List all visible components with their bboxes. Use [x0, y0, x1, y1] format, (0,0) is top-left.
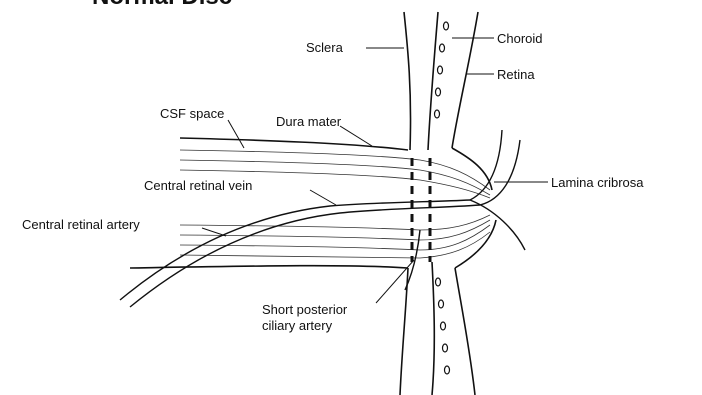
choroid-dots	[435, 22, 450, 374]
label-retina: Retina	[497, 67, 535, 82]
label-short-posterior-line2: ciliary artery	[262, 318, 333, 333]
label-short-posterior-line1: Short posterior	[262, 302, 348, 317]
sheath-boundary-lower	[130, 266, 408, 268]
choroid-dot	[435, 110, 440, 118]
choroid-dot	[438, 66, 443, 74]
choroid-dot	[439, 300, 444, 308]
choroid-dot	[436, 88, 441, 96]
choroid-dot	[445, 366, 450, 374]
nerve-fiber	[180, 220, 490, 240]
choroid-dot	[436, 278, 441, 286]
label-central-retinal-vein: Central retinal vein	[144, 178, 252, 193]
label-choroid: Choroid	[497, 31, 543, 46]
leader-csf	[228, 120, 244, 148]
label-dura-mater: Dura mater	[276, 114, 342, 129]
label-csf-space: CSF space	[160, 106, 224, 121]
sclera-outer-upper	[404, 12, 411, 150]
diagram-title: Normal Disc	[92, 0, 232, 10]
disc-rim-upper	[452, 148, 492, 190]
lamina-cribrosa-markers	[412, 158, 430, 262]
leader-vein	[310, 190, 336, 205]
leader-dura	[340, 126, 372, 146]
choroid-line-lower	[432, 262, 434, 395]
label-lamina-cribrosa: Lamina cribrosa	[551, 175, 644, 190]
label-sclera: Sclera	[306, 40, 344, 55]
retina-line-lower	[455, 268, 475, 395]
choroid-dot	[443, 344, 448, 352]
retina-line-upper	[452, 12, 478, 148]
choroid-dot	[444, 22, 449, 30]
leader-artery	[202, 228, 226, 236]
choroid-dot	[440, 44, 445, 52]
vessel-branch-up	[470, 130, 502, 200]
nerve-fiber	[180, 215, 490, 230]
dura-mater-boundary	[180, 138, 408, 150]
disc-rim-lower	[455, 220, 496, 268]
vessel-branch-down	[470, 200, 525, 250]
central-retinal-vessels	[120, 130, 525, 307]
choroid-line-upper	[428, 12, 438, 150]
label-central-retinal-artery: Central retinal artery	[22, 217, 140, 232]
choroid-dot	[441, 322, 446, 330]
